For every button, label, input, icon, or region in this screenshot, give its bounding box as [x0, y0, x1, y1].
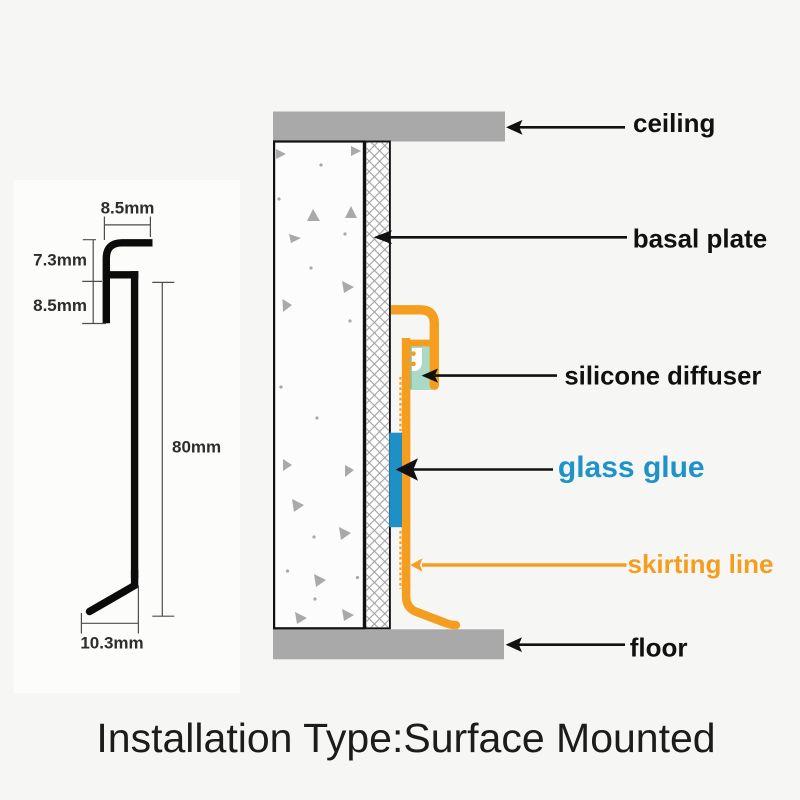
- svg-text:ceiling: ceiling: [633, 108, 715, 138]
- svg-text:80mm: 80mm: [172, 438, 221, 457]
- svg-text:7.3mm: 7.3mm: [33, 251, 87, 270]
- svg-text:glass glue: glass glue: [558, 451, 705, 484]
- svg-text:floor: floor: [630, 633, 688, 663]
- svg-text:skirting line: skirting line: [628, 549, 774, 579]
- svg-text:10.3mm: 10.3mm: [80, 634, 143, 653]
- svg-text:silicone diffuser: silicone diffuser: [564, 363, 761, 391]
- svg-text:8.5mm: 8.5mm: [33, 296, 87, 315]
- svg-text:Installation Type:Surface Moun: Installation Type:Surface Mounted: [96, 715, 715, 761]
- svg-text:8.5mm: 8.5mm: [101, 198, 155, 217]
- svg-text:basal plate: basal plate: [633, 224, 767, 254]
